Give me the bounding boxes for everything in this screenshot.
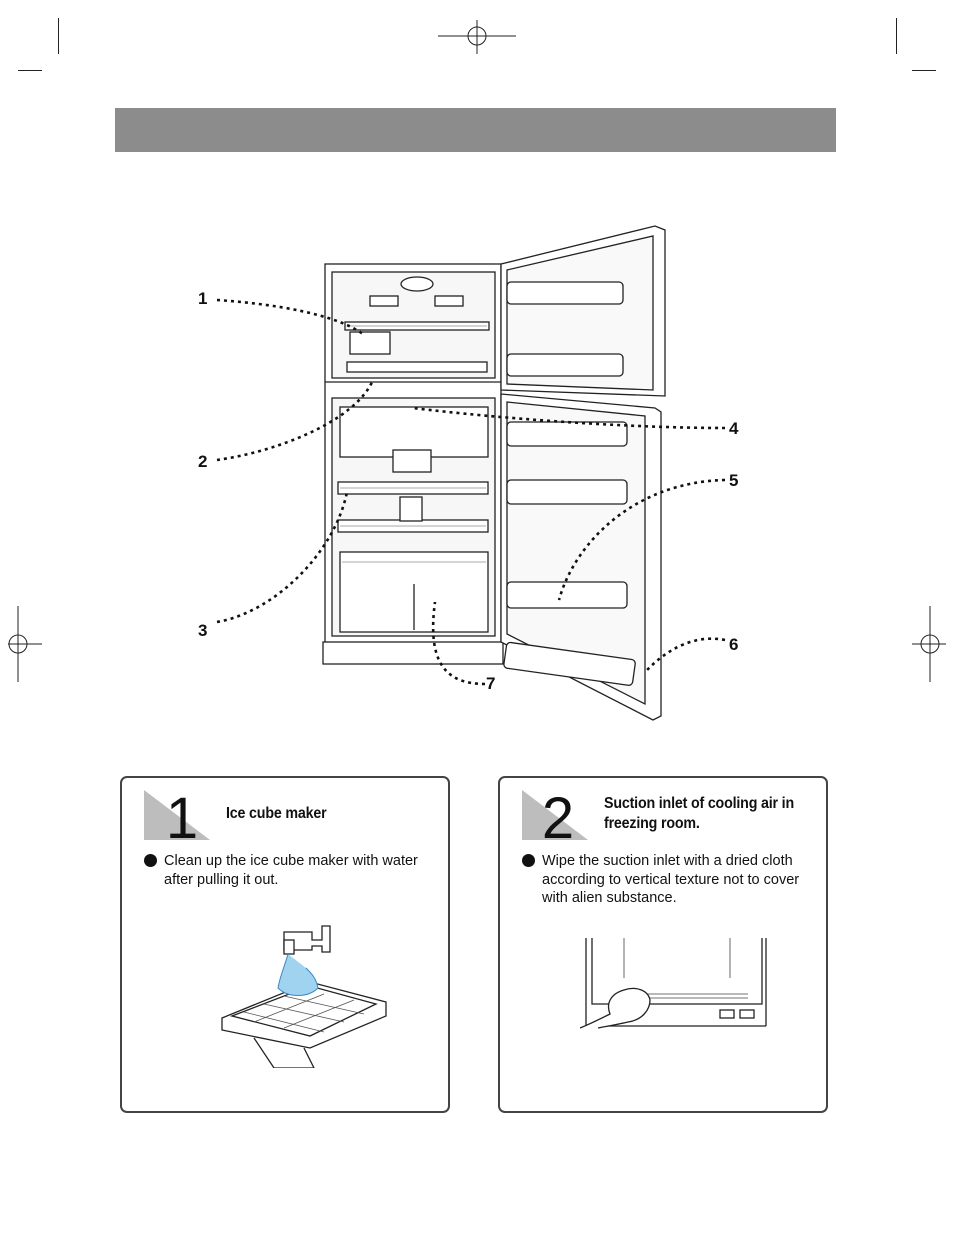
card-body: Wipe the suction inlet with a dried clot… (522, 852, 822, 908)
registration-mark-right (912, 606, 946, 682)
crop-mark (896, 18, 897, 54)
ice-tray-faucet-illustration (214, 918, 394, 1068)
step-number: 1 (166, 790, 198, 840)
card-title: Suction inlet of cooling air in freezing… (604, 794, 825, 834)
callout-7: 7 (486, 674, 495, 694)
registration-mark-top (438, 20, 516, 56)
card-suction-inlet: 2 Suction inlet of cooling air in freezi… (498, 776, 828, 1113)
card-text: Wipe the suction inlet with a dried clot… (542, 852, 822, 908)
card-ice-cube-maker: 1 Ice cube maker Clean up the ice cube m… (120, 776, 450, 1113)
step-number: 2 (542, 790, 574, 840)
card-title: Ice cube maker (226, 804, 326, 824)
crop-mark (58, 18, 59, 54)
callout-2: 2 (198, 452, 207, 472)
crop-mark (18, 70, 42, 71)
registration-mark-left (8, 606, 42, 682)
header-bar (115, 108, 836, 152)
bullet-icon (144, 854, 157, 867)
card-body: Clean up the ice cube maker with water a… (144, 852, 444, 889)
callout-3: 3 (198, 621, 207, 641)
crop-mark (912, 70, 936, 71)
step-number-badge: 1 (144, 790, 210, 840)
callout-1: 1 (198, 289, 207, 309)
callout-6: 6 (729, 635, 738, 655)
bullet-icon (522, 854, 535, 867)
callout-4: 4 (729, 419, 738, 439)
refrigerator-diagram (195, 222, 755, 722)
suction-inlet-wipe-illustration (580, 938, 770, 1038)
step-number-badge: 2 (522, 790, 588, 840)
card-text: Clean up the ice cube maker with water a… (164, 852, 444, 889)
callout-5: 5 (729, 471, 738, 491)
